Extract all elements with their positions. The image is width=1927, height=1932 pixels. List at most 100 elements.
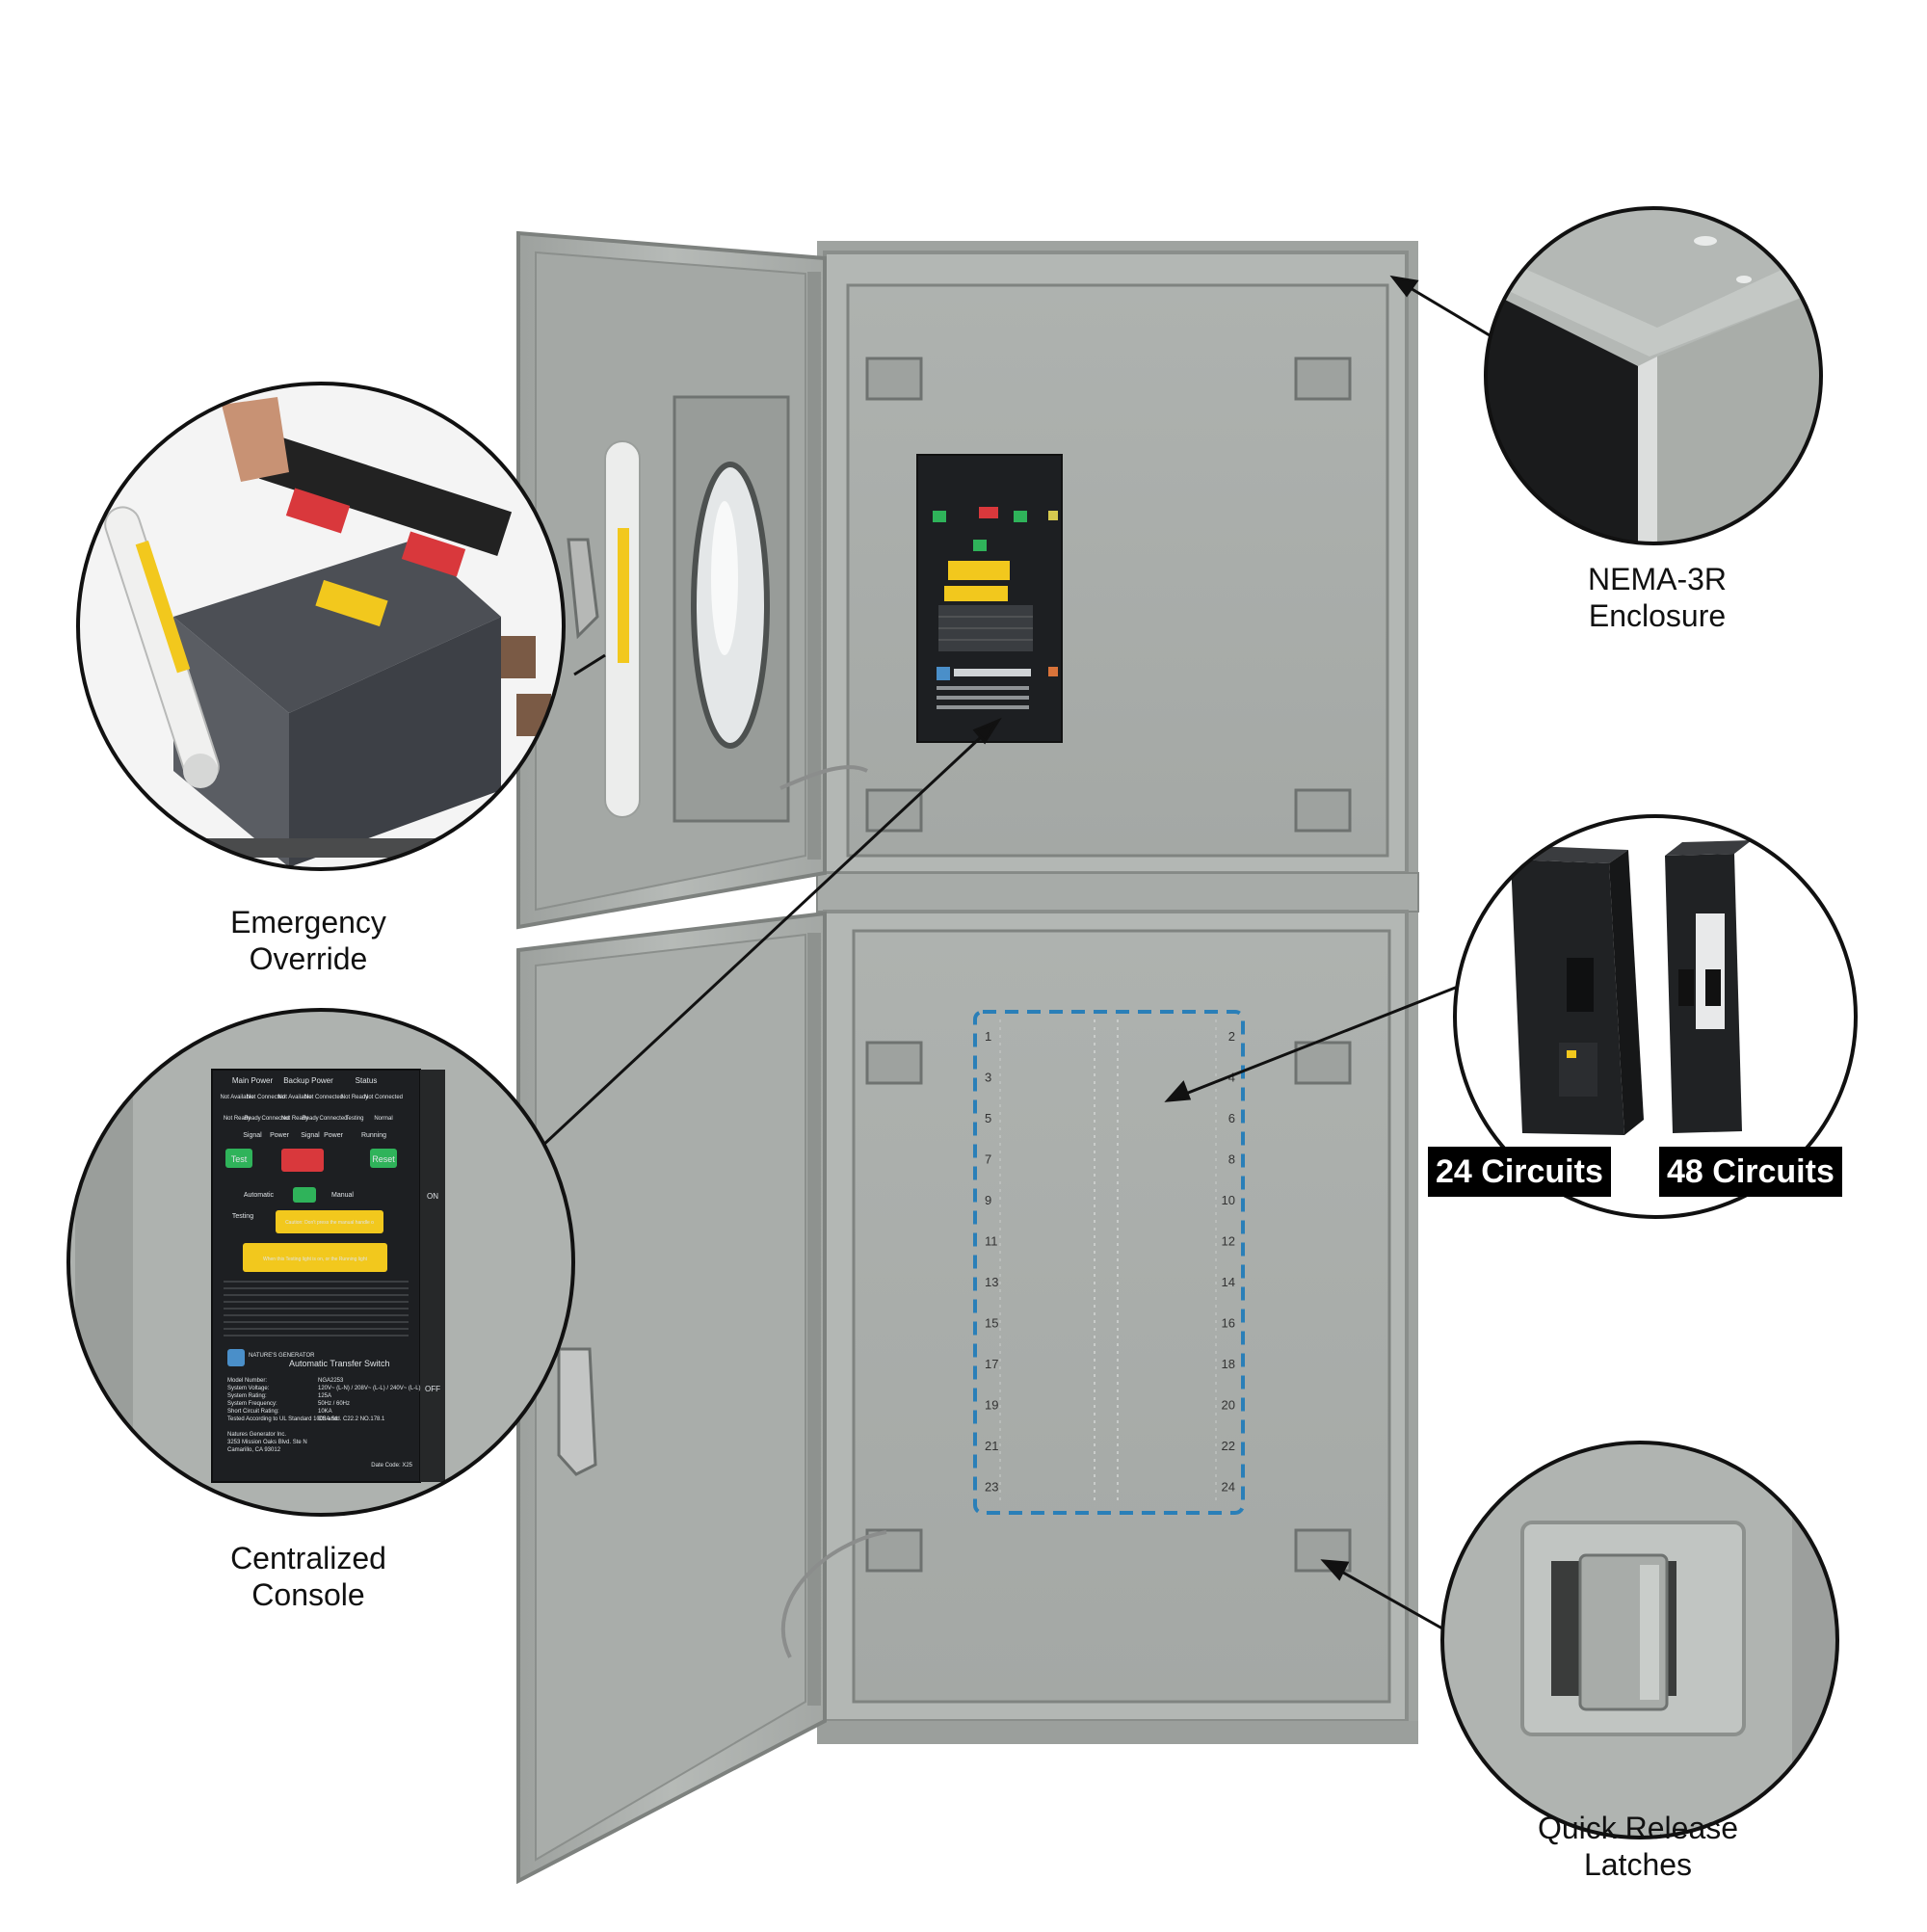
console-product-title: Automatic Transfer Switch [289, 1359, 390, 1368]
emergency-override-caption: Emergency Override [193, 904, 424, 977]
console-ready-label: Connected [261, 1116, 289, 1122]
console-spec-label: System Frequency: [227, 1401, 277, 1407]
console-signal-label: Signal [243, 1132, 262, 1139]
slot-number: 19 [985, 1398, 998, 1413]
slot-number: 9 [985, 1193, 991, 1207]
console-status-label: Not Connected [247, 1095, 285, 1100]
slot-number: 6 [1228, 1111, 1235, 1125]
console-test-button [225, 1149, 252, 1168]
console-on-label: ON [427, 1192, 438, 1201]
console-ready-label: Not Ready [281, 1116, 308, 1122]
slot-number: 20 [1222, 1398, 1235, 1413]
emergency-override-inset [76, 382, 566, 871]
console-column-header: Status [356, 1076, 378, 1085]
console-date-code: Date Code: X25 [371, 1463, 412, 1469]
cabinet-body [816, 241, 1419, 1744]
console-spec-label: System Voltage: [227, 1386, 270, 1391]
console-address-line: Camarillo, CA 93012 [227, 1447, 281, 1453]
nema-enclosure-inset [1484, 206, 1823, 545]
console-spec-label: Tested According to UL Standard 1008 and [227, 1416, 337, 1422]
caption-line: NEMA-3R [1587, 562, 1727, 596]
console-brand-logo [227, 1349, 245, 1366]
console-ready-label: Not Ready [224, 1116, 251, 1122]
console-address-line: Natures Generator Inc. [227, 1432, 286, 1438]
slot-number: 23 [985, 1480, 998, 1495]
console-brand-name: NATURE'S GENERATOR [249, 1353, 315, 1359]
slot-number: 18 [1222, 1357, 1235, 1371]
console-spec-value: 125A [318, 1393, 331, 1399]
slot-number: 14 [1222, 1275, 1235, 1289]
top-door[interactable] [516, 230, 868, 930]
bottom-door[interactable] [516, 911, 887, 1885]
console-spec-value: 50Hz / 60Hz [318, 1401, 350, 1407]
slot-number: 11 [985, 1234, 998, 1249]
console-status-label: Not Available [221, 1095, 255, 1100]
console-signal-label: Power [270, 1132, 290, 1139]
console-spec-label: System Rating: [227, 1393, 267, 1399]
slot-number: 22 [1222, 1439, 1235, 1453]
console-spec-label: Short Circuit Rating: [227, 1409, 279, 1415]
small-console-panel [916, 454, 1063, 743]
caption-line: Quick Release [1537, 1811, 1739, 1845]
caption-line: Latches [1583, 1847, 1693, 1882]
console-ready-label: Ready [302, 1116, 318, 1122]
console-ready-label: Normal [374, 1116, 392, 1122]
console-status-label: Not Ready [341, 1095, 368, 1100]
console-manual-button [293, 1187, 316, 1203]
slot-number: 5 [985, 1111, 991, 1125]
console-status-label: Not Connected [364, 1095, 403, 1100]
console-caution-text: Caution: Don't press the manual handle o [285, 1220, 374, 1226]
breaker-inset [1453, 814, 1858, 1219]
nema-enclosure-caption: NEMA-3R Enclosure [1542, 561, 1773, 634]
caption-line: Centralized [230, 1541, 386, 1575]
callout-leaders [540, 275, 1500, 1634]
slot-number: 8 [1228, 1152, 1235, 1167]
caption-line: Override [249, 941, 368, 976]
console-test-label: Test [231, 1154, 248, 1164]
console-ready-label: Testing [345, 1116, 363, 1122]
console-mode-label: Manual [331, 1192, 354, 1199]
console-signal-label: Power [324, 1132, 344, 1139]
console-reset-label: Reset [372, 1154, 395, 1164]
quick-release-latches-caption: Quick Release Latches [1503, 1810, 1773, 1883]
console-warning-label [243, 1243, 387, 1272]
console-reset-button [370, 1149, 397, 1168]
console-spec-value: 10KA [318, 1409, 332, 1415]
console-spec-label: Model Number: [227, 1378, 267, 1384]
console-column-header: Backup Power [283, 1076, 333, 1085]
slot-number: 3 [985, 1071, 991, 1085]
circuit-option-24: 24 Circuits [1428, 1147, 1611, 1197]
centralized-console-caption: Centralized Console [193, 1540, 424, 1613]
console-ready-label: Ready [244, 1116, 260, 1122]
console-column-header: Main Power [232, 1076, 274, 1085]
console-spec-value: 120V~ (L-N) / 208V~ (L-L) / 240V~ (L-L) [318, 1386, 421, 1391]
quick-release-latch-inset [1440, 1441, 1839, 1839]
console-dip-switch [281, 1149, 324, 1172]
slot-number: 16 [1222, 1316, 1235, 1331]
slot-number: 4 [1228, 1071, 1235, 1085]
console-off-label: OFF [425, 1385, 440, 1393]
slot-number: 1 [985, 1029, 991, 1044]
console-address-line: 3253 Mission Oaks Blvd. Ste N [227, 1440, 307, 1445]
slot-number: 17 [985, 1357, 998, 1371]
console-spec-value: CSA Std. C22.2 NO.178.1 [318, 1416, 385, 1422]
slot-number: 21 [985, 1439, 998, 1453]
console-caution-label [276, 1210, 383, 1233]
console-signal-label: Running [361, 1132, 386, 1139]
slot-number: 2 [1228, 1029, 1235, 1044]
console-mode-label: Automatic [244, 1192, 275, 1199]
console-warning-text: When this Testing light is on, or the Ru… [263, 1257, 368, 1262]
console-spec-value: NGA2253 [318, 1378, 344, 1384]
latch-brackets [865, 357, 1352, 1573]
console-ready-label: Connected [319, 1116, 347, 1122]
slot-number: 7 [985, 1152, 991, 1167]
caption-line: Console [251, 1577, 365, 1612]
caption-line: Emergency [230, 905, 386, 940]
console-mode-label: Testing [232, 1213, 253, 1220]
slot-number: 15 [985, 1316, 998, 1331]
caption-line: Enclosure [1588, 598, 1727, 633]
